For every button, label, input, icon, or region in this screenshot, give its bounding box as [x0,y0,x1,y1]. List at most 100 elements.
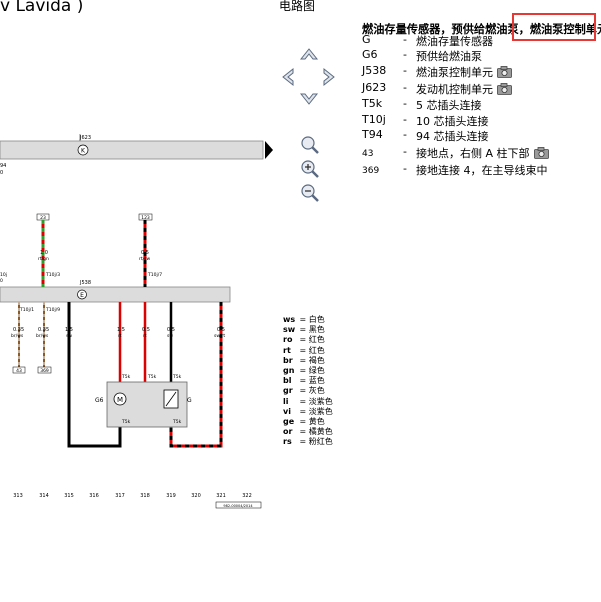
column-number: 317 [115,493,125,499]
color-code: br [283,355,293,365]
legend-desc: 5 芯插头连接 [416,97,482,113]
footer-code: 982-00004/2014 [223,504,253,508]
legend-dash: - [403,162,407,175]
color-name: 红色 [308,345,325,355]
svg-text:T5k: T5k [147,374,157,380]
nav-up-icon[interactable] [298,43,320,65]
svg-text:0: 0 [0,170,3,176]
zoom-out-icon[interactable] [299,182,321,204]
svg-text:123: 123 [141,215,150,221]
color-item: ws = 白色 [283,314,325,325]
color-equals: = [297,315,309,324]
legend-dash: - [403,113,407,126]
color-code: ro [283,335,293,345]
color-equals: = [297,427,309,437]
wire-5: 0.5 rt [142,302,150,382]
svg-text:0.5: 0.5 [167,327,175,333]
svg-text:T5k: T5k [121,374,131,380]
column-number: 313 [13,493,23,499]
color-item: rs = 粉红色 [283,436,333,447]
color-item: rt = 红色 [283,345,325,356]
color-code: rs [283,437,292,447]
column-number: 314 [39,493,49,499]
wire-6: 0.5 sw [167,302,175,382]
svg-text:0.35: 0.35 [13,327,24,333]
svg-text:T5k: T5k [172,419,182,425]
camera-icon[interactable] [533,146,549,162]
svg-text:1.5: 1.5 [117,327,125,333]
legend-desc-text: 10 芯插头连接 [416,115,489,128]
color-name: 淡紫色 [308,396,333,406]
legend-desc: 接地点，右侧 A 柱下部 [416,145,549,162]
legend-desc-text: 接地点，右侧 A 柱下部 [416,147,530,160]
top-wire-1: 23 1.0 rt/gn T10j/3 [36,213,60,287]
svg-text:T5k: T5k [121,419,131,425]
legend-dash: - [403,33,407,46]
legend-code: J623 [362,81,387,94]
color-code: ws [283,315,296,324]
legend-dash: - [403,64,407,77]
color-code: li [283,396,289,406]
legend-desc: 燃油存量传感器 [416,33,493,49]
svg-text:1.5: 1.5 [65,327,73,333]
color-name: 蓝色 [308,376,325,386]
color-code: sw [283,325,296,335]
column-number: 320 [191,493,201,499]
camera-icon[interactable] [497,82,512,98]
svg-text:0.5: 0.5 [141,250,149,256]
legend-code: G [362,33,371,46]
g6-label: G6 [95,397,104,404]
color-equals: = [297,406,309,416]
pump-symbol [113,392,127,406]
zoom-fit-icon[interactable] [299,134,321,156]
svg-text:sw/rt: sw/rt [214,333,225,339]
legend-code: T10j [362,113,386,126]
top-wire-2: 123 0.5 rt/sw T10j/7 [138,213,162,287]
color-equals: = [297,417,309,426]
component-box: T5k T5k T5k T5k T5k M G6 G [95,374,192,428]
svg-text:rt: rt [118,333,122,339]
viewer-title: 电路图 [279,0,316,13]
zoom-in-icon[interactable] [299,158,321,180]
legend-dash: - [403,81,407,94]
legend-desc: 接地连接 4，在主导线束中 [416,162,548,178]
legend-desc: 预供给燃油泵 [416,48,482,64]
legend-desc-text: 发动机控制单元 [416,83,493,96]
column-number: 321 [216,493,226,499]
color-item: li = 淡紫色 [283,396,333,407]
svg-text:43: 43 [16,368,22,374]
svg-text:T5k: T5k [172,374,182,380]
color-equals: = [297,386,309,396]
svg-text:0: 0 [0,278,3,284]
color-code: vi [283,406,291,416]
color-name: 粉红色 [308,437,333,447]
svg-text:sw: sw [66,334,72,339]
legend-code: J538 [362,64,387,77]
nav-left-icon[interactable] [277,66,299,88]
color-item: vi = 淡紫色 [283,406,333,417]
svg-text:br/ws: br/ws [11,333,24,339]
j623-bar [0,140,264,160]
svg-text:1.0: 1.0 [40,250,48,256]
legend-desc-text: 燃油存量传感器 [416,35,493,48]
svg-text:rt/gn: rt/gn [38,256,49,262]
color-name: 褐色 [308,355,325,365]
legend-code: 369 [362,166,380,176]
legend-dash: - [403,48,407,61]
color-equals: = [297,335,309,345]
nav-down-icon[interactable] [298,88,320,110]
bar-arrow [265,141,273,159]
color-equals: = [297,366,309,375]
color-name: 黄色 [308,417,325,426]
legend-desc: 94 芯插头连接 [416,128,489,144]
nav-right-icon[interactable] [318,66,340,88]
color-code: gn [283,366,295,375]
svg-text:T10j/7: T10j/7 [147,272,162,278]
color-name: 绿色 [308,366,325,375]
highlight-box [512,13,596,41]
j623-ref: K [81,148,86,155]
camera-icon[interactable] [497,65,512,81]
svg-text:0.5: 0.5 [217,327,225,333]
legend-desc: 10 芯插头连接 [416,113,489,129]
